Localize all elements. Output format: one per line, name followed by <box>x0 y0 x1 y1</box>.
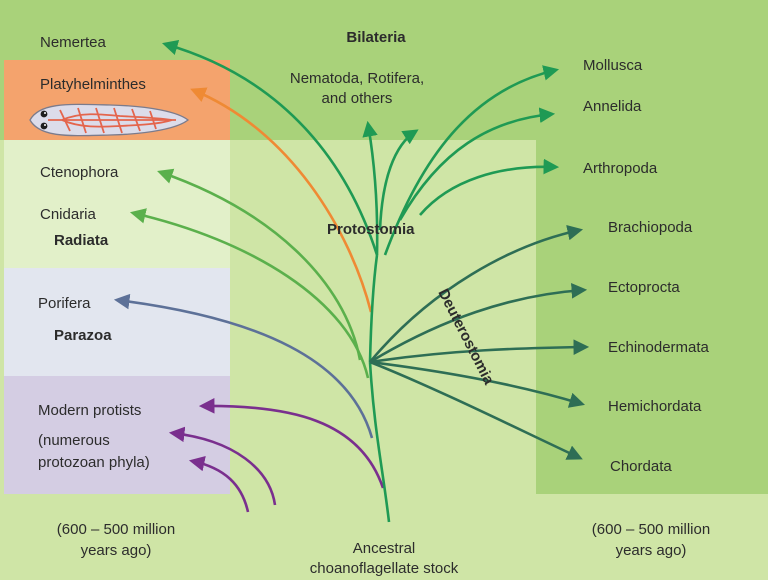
chordata-label: Chordata <box>610 458 672 475</box>
main-trunk <box>368 361 391 523</box>
time-label-left-line2: years ago) <box>81 542 152 559</box>
arthropoda-branch <box>419 158 560 216</box>
platyhelminthes-branch <box>190 87 373 313</box>
flatworm-illustration <box>29 103 190 137</box>
time-label-left-line1: (600 – 500 million <box>57 521 175 538</box>
brachiopoda-branch <box>369 224 584 363</box>
hemichordata-branch <box>369 360 585 408</box>
right-deuterostome-column <box>536 140 768 494</box>
nemertea-label: Nemertea <box>40 34 107 51</box>
annelida-branch <box>398 107 556 221</box>
ancestor-label-line2: choanoflagellate stock <box>310 560 459 577</box>
nematoda-branch-2 <box>378 129 419 231</box>
protist-branch-3 <box>188 455 250 513</box>
radiata-band <box>4 140 230 268</box>
mollusca-label: Mollusca <box>583 57 643 74</box>
echinodermata-label: Echinodermata <box>608 339 710 356</box>
porifera-label: Porifera <box>38 295 91 312</box>
protozoan-phyla-label-line1: (numerous <box>38 432 110 449</box>
modern-protists-label: Modern protists <box>38 402 141 419</box>
protostome-trunk <box>368 254 379 363</box>
nematoda-label-line1: Nematoda, Rotifera, <box>290 70 424 87</box>
nematoda-branch-1 <box>362 120 379 256</box>
protist-branch-2 <box>168 426 277 506</box>
ectoprocta-label: Ectoprocta <box>608 279 680 296</box>
cnidaria-label: Cnidaria <box>40 206 97 223</box>
hemichordata-label: Hemichordata <box>608 398 702 415</box>
parazoa-band <box>4 268 230 376</box>
protostomia-label: Protostomia <box>327 221 415 238</box>
parazoa-label: Parazoa <box>54 327 112 344</box>
nematoda-label-line2: and others <box>322 90 393 107</box>
ectoprocta-branch <box>369 283 588 364</box>
time-label-right-line1: (600 – 500 million <box>592 521 710 538</box>
ctenophora-label: Ctenophora <box>40 164 119 181</box>
radiata-label: Radiata <box>54 232 109 249</box>
nemertea-branch <box>162 39 379 256</box>
echinodermata-branch <box>369 339 590 364</box>
platyhelminthes-label: Platyhelminthes <box>40 76 146 93</box>
chordata-branch <box>369 360 583 460</box>
annelida-label: Annelida <box>583 98 642 115</box>
mollusca-branch <box>383 65 560 256</box>
ctenophora-branch <box>157 168 362 361</box>
brachiopoda-label: Brachiopoda <box>608 219 693 236</box>
ancestor-label-line1: Ancestral <box>353 540 416 557</box>
protist-branch-1 <box>198 398 385 489</box>
arthropoda-label: Arthropoda <box>583 160 658 177</box>
bilateria-label: Bilateria <box>346 29 406 46</box>
porifera-branch <box>113 293 374 439</box>
protozoan-phyla-label-line2: protozoan phyla) <box>38 454 150 471</box>
time-label-right-line2: years ago) <box>616 542 687 559</box>
